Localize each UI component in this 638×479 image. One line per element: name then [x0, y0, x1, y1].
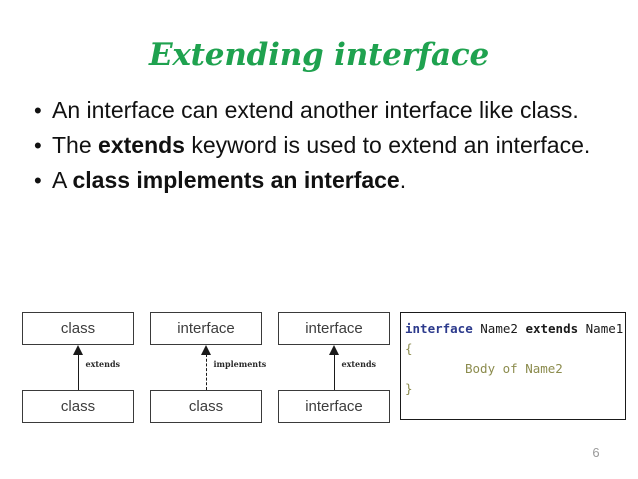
uml-group-class-extends-class: class extends class: [22, 305, 134, 423]
bullet-text-3: A class implements an interface.: [52, 164, 613, 197]
uml-box-bottom: class: [150, 390, 262, 423]
code-keyword-extends: extends: [525, 321, 579, 336]
bullet-segment: An interface can extend another interfac…: [52, 97, 579, 123]
uml-box-bottom: class: [22, 390, 134, 423]
uml-group-class-implements-interface: interface implements class: [150, 305, 266, 423]
bullet-marker-icon: •: [34, 133, 42, 158]
code-keyword-interface: interface: [405, 321, 473, 336]
bullet-list: • An interface can extend another interf…: [28, 94, 613, 199]
bullet-segment: The: [52, 132, 99, 158]
uml-box-bottom: interface: [278, 390, 390, 423]
uml-group-interface-extends-interface: interface extends interface: [278, 305, 390, 423]
bullet-segment-bold: extends: [98, 132, 185, 158]
page-title: Extending interface: [148, 37, 490, 73]
bullet-segment: .: [399, 167, 407, 193]
arrow-up-icon: [73, 345, 83, 355]
bullet-text-1: An interface can extend another interfac…: [52, 94, 613, 127]
code-name2: Name2: [480, 321, 518, 336]
list-item: • The extends keyword is used to extend …: [28, 129, 613, 162]
uml-diagram: class extends class interface implements…: [0, 305, 638, 427]
bullet-segment-bold: class implements an interface: [72, 167, 400, 193]
bullet-marker-icon: •: [34, 98, 42, 123]
code-block: interface Name2 extends Name1 { Body of Na…: [400, 312, 626, 420]
list-item: • A class implements an interface.: [28, 164, 613, 197]
list-item: • An interface can extend another interf…: [28, 94, 613, 127]
uml-box-top: interface: [278, 312, 390, 345]
relation-label: extends: [85, 359, 121, 369]
arrow-up-icon: [329, 345, 339, 355]
arrow-up-icon: [201, 345, 211, 355]
code-name1: Name1: [585, 321, 624, 336]
code-space: [578, 321, 586, 336]
code-open-brace: {: [405, 341, 413, 356]
bullet-text-2: The extends keyword is used to extend an…: [52, 129, 613, 162]
connector-line-dashed: [205, 354, 207, 390]
connector-line-solid: [333, 354, 335, 390]
connector-line-solid: [77, 354, 79, 390]
code-body: Body of Name2: [465, 361, 563, 376]
relation-label: implements: [213, 359, 267, 369]
bullet-segment: keyword is used to extend an interface.: [184, 132, 591, 158]
code-close-brace: }: [405, 381, 413, 396]
uml-box-top: interface: [150, 312, 262, 345]
uml-connector: extends: [73, 345, 120, 390]
page-number: 6: [592, 445, 600, 460]
uml-box-top: class: [22, 312, 134, 345]
uml-connector: extends: [329, 345, 376, 390]
uml-connector: implements: [201, 345, 266, 390]
bullet-segment: A: [52, 167, 73, 193]
code-line-declaration: interface Name2 extends Name1: [405, 319, 625, 339]
bullet-marker-icon: •: [34, 168, 42, 193]
relation-label: extends: [341, 359, 377, 369]
